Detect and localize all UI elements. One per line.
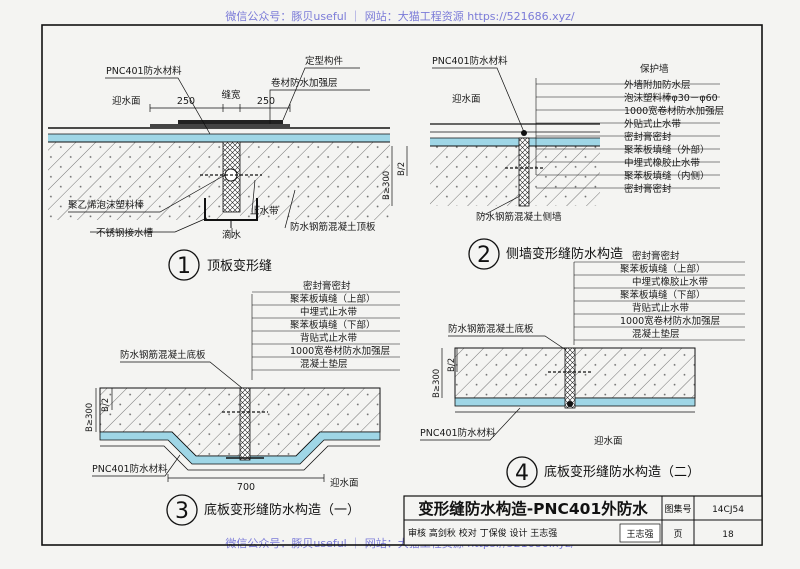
detail-3-bottom-slab-1: B≥300 B/2 防水钢筋混凝土底板 PNC401防水材料 700 迎水面 密…: [85, 280, 400, 526]
d4-number: 4: [515, 461, 529, 486]
d1-label-fixed: 定型构件: [305, 55, 344, 67]
d1-label-reinforce: 卷材防水加强层: [271, 77, 338, 89]
d2-layer-list: 保护墙 外墙附加防水层 泡沫塑料棒φ30－φ60 1000宽卷材防水加强层 外贴…: [535, 63, 724, 195]
d2-label-water: 迎水面: [452, 93, 481, 105]
d4-layer: 1000宽卷材防水加强层: [620, 315, 720, 327]
d3-caption: 底板变形缝防水构造（一）: [204, 502, 360, 518]
atlas-label: 图集号: [664, 503, 691, 515]
d3-membrane: [99, 431, 381, 465]
d1-fixed-component: [178, 120, 283, 124]
d1-label-pnc: PNC401防水材料: [106, 65, 182, 77]
d4-layer: 混凝土垫层: [632, 328, 680, 340]
d4-layer: 密封膏密封: [632, 250, 680, 262]
d2-layer: 外墙附加防水层: [624, 79, 691, 91]
d4-layer: 中埋式橡胶止水带: [632, 276, 709, 288]
d2-wall: [430, 146, 600, 206]
d1-dim-gap: 缝宽: [221, 89, 241, 101]
d1-number: 1: [177, 254, 191, 279]
d2-number: 2: [477, 243, 491, 268]
d3-layer-list: 密封膏密封 聚苯板填缝（上部） 中埋式止水带 聚苯板填缝（下部） 背贴式止水带 …: [251, 280, 400, 380]
d1-membrane: [48, 134, 390, 142]
d1-slab-left: [48, 142, 223, 220]
d2-label-wall: 防水钢筋混凝土侧墙: [476, 211, 562, 223]
d2-layer: 密封膏密封: [624, 183, 672, 195]
d2-layer: 聚苯板填缝（外部）: [624, 144, 710, 156]
d3-number: 3: [175, 499, 189, 524]
d2-joint-filler: [518, 137, 530, 207]
page-number: 18: [722, 530, 734, 540]
d2-layer: 聚苯板填缝（内侧）: [624, 170, 710, 182]
d2-layer: 中埋式橡胶止水带: [624, 157, 701, 169]
title-block: 变形缝防水构造-PNC401外防水 图集号 14CJ54 审核 高剑秋 校对 丁…: [403, 495, 763, 546]
d1-label-stop: 止水带: [250, 205, 279, 217]
d4-label-water: 迎水面: [594, 435, 623, 447]
d2-layer: 泡沫塑料棒φ30－φ60: [624, 92, 718, 104]
drawing-title: 变形缝防水构造-PNC401外防水: [418, 499, 648, 518]
d1-label-water: 迎水面: [112, 95, 141, 107]
d1-label-trough: 不锈钢接水槽: [96, 227, 154, 239]
d2-membrane: [430, 138, 600, 146]
d1-slab-right: [240, 142, 390, 220]
d1-caption: 顶板变形缝: [207, 258, 272, 274]
d4-label-slab: 防水钢筋混凝土底板: [448, 323, 534, 335]
d3-layer: 1000宽卷材防水加强层: [290, 345, 390, 357]
watermark-top: 微信公众号：豚贝useful ｜ 网站：大猫工程资源 https://52168…: [225, 9, 575, 23]
d2-dim-b: B≥300: [382, 171, 392, 200]
signature-box: [619, 523, 661, 543]
d3-layer: 背贴式止水带: [300, 332, 358, 344]
d4-joint-filler: [564, 347, 576, 409]
d3-joint-filler: [239, 387, 251, 461]
sheet-frame: [41, 24, 763, 546]
d1-reinforce-strip: [150, 124, 290, 128]
d3-label-water: 迎水面: [330, 477, 359, 489]
d4-label-pnc: PNC401防水材料: [420, 427, 496, 439]
atlas-number: 14CJ54: [712, 505, 744, 515]
d3-layer: 混凝土垫层: [300, 358, 348, 370]
detail-4-bottom-slab-2: B≥300 B/2 防水钢筋混凝土底板 PNC401防水材料 迎水面 密封膏密封…: [420, 250, 745, 488]
d3-label-pnc: PNC401防水材料: [92, 463, 168, 475]
page-label: 页: [673, 529, 682, 540]
d3-label-slab: 防水钢筋混凝土底板: [120, 349, 206, 361]
d3-number-circle: [166, 494, 198, 526]
d2-label-pnc: PNC401防水材料: [432, 55, 508, 67]
d2-layer: 密封膏密封: [624, 131, 672, 143]
d1-dim-left: 250: [177, 96, 195, 107]
d4-layer: 聚苯板填缝（上部）: [620, 263, 706, 275]
detail-1-roof-slab: 250 缝宽 250 PNC401防水材料 迎水面 定型构件 卷材防水加强层 聚…: [48, 55, 390, 281]
d1-label-foam: 聚乙烯泡沫塑料棒: [68, 199, 145, 211]
d2-dim-b2: B/2: [397, 162, 407, 176]
d3-layer: 密封膏密封: [303, 280, 351, 292]
d4-layer: 聚苯板填缝（下部）: [620, 289, 706, 301]
d1-label-drip: 滴水: [222, 229, 242, 241]
d3-layer: 聚苯板填缝（上部）: [290, 293, 376, 305]
d3-layer: 聚苯板填缝（下部）: [290, 319, 376, 331]
d4-dim-b2: B/2: [447, 358, 457, 372]
d4-layer: 背贴式止水带: [632, 302, 690, 314]
d1-number-circle: [168, 249, 200, 281]
d2-layer: 保护墙: [640, 63, 669, 75]
d2-layer: 1000宽卷材防水加强层: [624, 105, 724, 117]
d2-layer: 外贴式止水带: [624, 118, 682, 130]
d4-caption: 底板变形缝防水构造（二）: [544, 464, 700, 480]
d1-label-slab: 防水钢筋混凝土顶板: [290, 221, 376, 233]
d2-number-circle: [468, 238, 500, 270]
d1-dim-right: 250: [257, 96, 275, 107]
d3-dim-b: B≥300: [85, 403, 95, 432]
d3-dim-700: 700: [237, 482, 255, 493]
d3-layer: 中埋式止水带: [300, 306, 358, 318]
signature: 王志强: [626, 528, 653, 540]
d4-layer-list: 密封膏密封 聚苯板填缝（上部） 中埋式橡胶止水带 聚苯板填缝（下部） 背贴式止水…: [573, 250, 745, 345]
detail-2-side-wall: B≥300 B/2 PNC401防水材料 迎水面 防水钢筋混凝土侧墙 保护墙 外…: [382, 55, 724, 270]
d4-number-circle: [506, 456, 538, 488]
d3-dim-b2: B/2: [101, 398, 111, 412]
d4-dim-b: B≥300: [432, 369, 442, 398]
approval-row: 审核 高剑秋 校对 丁保俊 设计 王志强: [408, 527, 557, 539]
d2-caption: 侧墙变形缝防水构造: [506, 246, 623, 262]
